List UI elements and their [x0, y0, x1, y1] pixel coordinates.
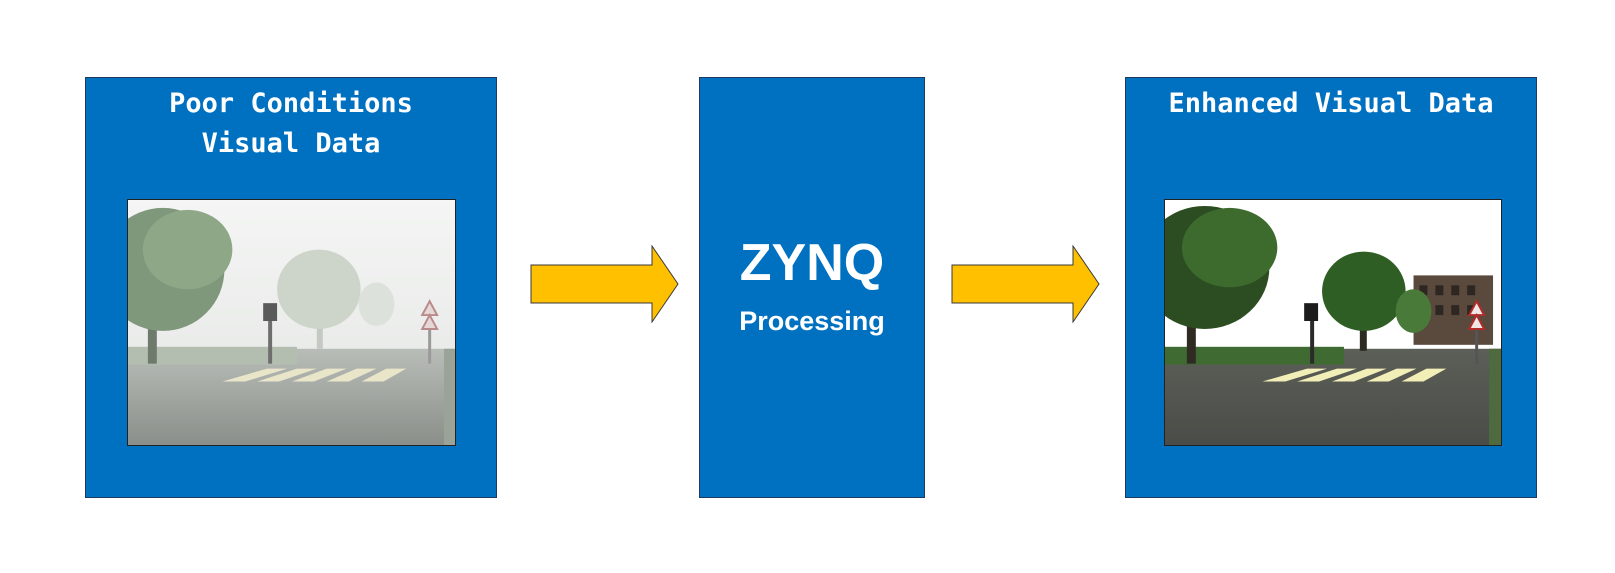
zynq-processor-block: ZYNQ Processing: [699, 77, 925, 498]
input-title-line1: Poor Conditions: [169, 88, 413, 119]
enhanced-scene-image: [1164, 199, 1502, 446]
processor-title: ZYNQ: [739, 234, 885, 292]
input-to-processor-arrow: [530, 245, 679, 323]
foggy-scene-image: [127, 199, 456, 446]
output-block: Enhanced Visual Data: [1125, 77, 1537, 498]
output-title: Enhanced Visual Data: [1168, 88, 1494, 119]
processor-to-output-arrow: [951, 245, 1100, 323]
processor-subtitle: Processing: [739, 306, 885, 336]
input-title-line2: Visual Data: [201, 128, 381, 159]
input-block: Poor Conditions Visual Data: [85, 77, 497, 498]
